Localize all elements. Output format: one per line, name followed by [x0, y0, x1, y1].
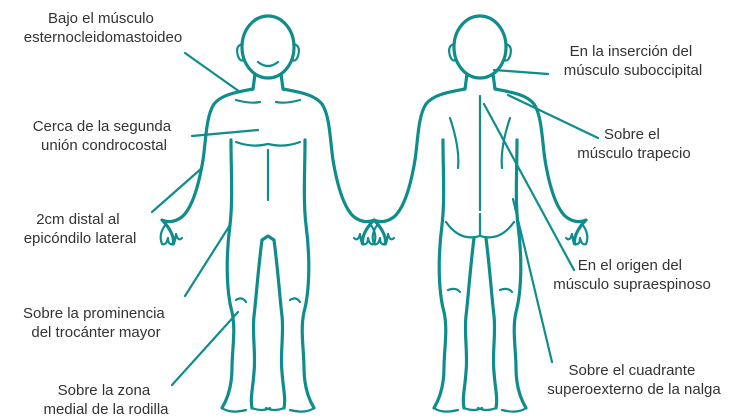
leader-trapezius	[508, 95, 598, 138]
back-knee-marks	[448, 289, 512, 292]
front-knee-marks	[236, 298, 300, 302]
label-second-costochondral: Cerca de la segunda unión condrocostal	[33, 118, 176, 154]
leader-suboccipital	[494, 70, 548, 74]
back-feet	[434, 408, 526, 412]
back-buttocks	[446, 214, 514, 237]
front-collarbone	[236, 100, 300, 103]
leader-second-costochondral	[192, 130, 258, 136]
front-body-figure	[161, 16, 376, 412]
leader-greater-trochanter	[185, 225, 230, 296]
front-smile	[258, 62, 278, 66]
label-gluteal: Sobre el cuadrante superoexterno de la n…	[547, 362, 721, 398]
front-chest-line	[236, 142, 300, 146]
back-body-figure	[373, 16, 588, 412]
label-under-scm: Bajo el músculo esternocleidomastoideo	[24, 10, 182, 46]
back-head	[454, 16, 506, 78]
leader-under-scm	[185, 53, 240, 92]
leader-lateral-epicondyle	[152, 168, 202, 212]
leader-medial-knee	[172, 312, 238, 385]
label-suboccipital: En la inserción del músculo suboccipital	[564, 43, 702, 79]
front-head	[242, 16, 294, 78]
front-feet	[222, 408, 314, 412]
labels: Bajo el músculo esternocleidomastoideo C…	[23, 10, 721, 418]
leader-supraspinatus	[484, 104, 574, 270]
label-supraspinatus: En el origen del músculo supraespinoso	[553, 257, 711, 293]
label-lateral-epicondyle: 2cm distal al epicóndilo lateral	[24, 211, 137, 247]
label-medial-knee: Sobre la zona medial de la rodilla	[43, 382, 169, 418]
label-greater-trochanter: Sobre la prominencia del trocánter mayor	[23, 305, 169, 341]
label-trapezius: Sobre el músculo trapecio	[577, 126, 690, 162]
leader-gluteal	[513, 199, 552, 362]
